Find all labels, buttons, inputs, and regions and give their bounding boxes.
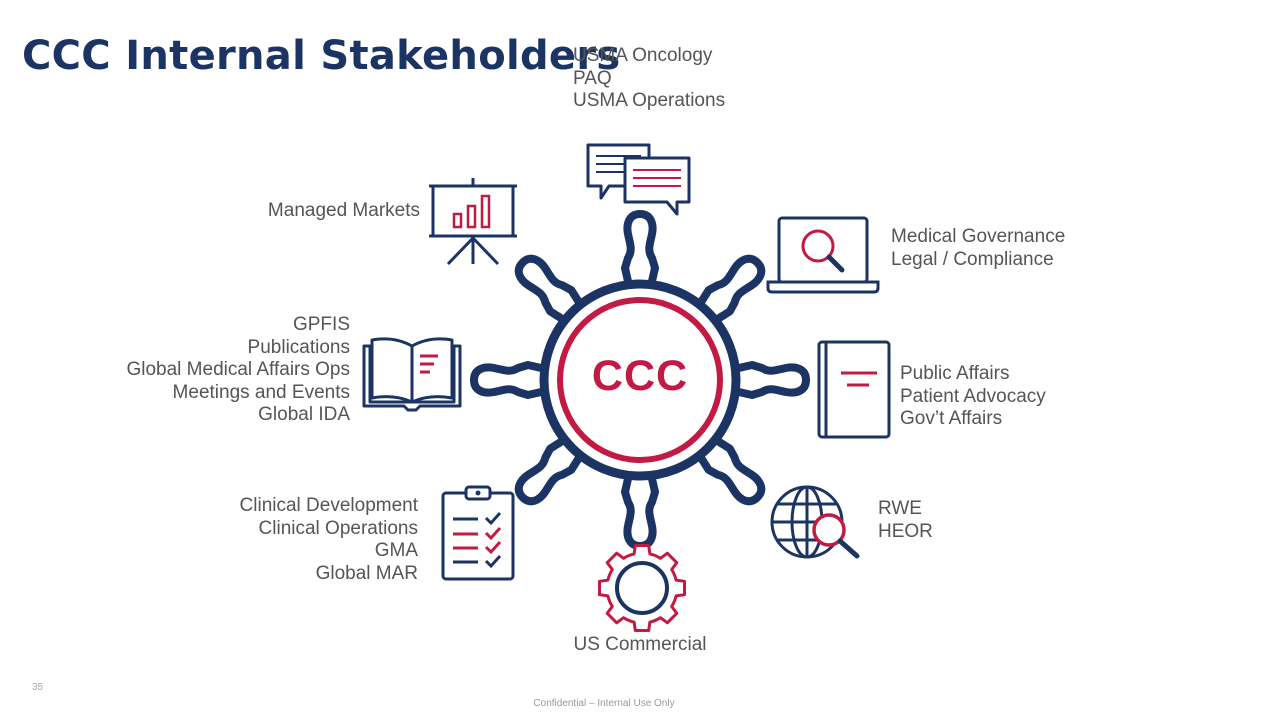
- group-item: Clinical Operations: [258, 517, 418, 539]
- group-item: Public Affairs: [900, 363, 1010, 384]
- group-item: Legal / Compliance: [891, 248, 1054, 270]
- group-item: Clinical Development: [239, 495, 418, 516]
- wheel-spoke: [470, 361, 554, 399]
- group-item: Managed Markets: [267, 200, 420, 221]
- group-item: RWE: [878, 498, 922, 519]
- slide-number: 35: [32, 682, 44, 693]
- group-item: Medical Governance: [891, 226, 1066, 247]
- wheel-spoke: [621, 210, 659, 294]
- group-item: Patient Advocacy: [900, 385, 1046, 407]
- open-book-icon: [362, 337, 462, 412]
- clipboard-checklist-icon: [441, 485, 515, 581]
- wheel-spoke: [621, 466, 659, 550]
- confidential-footer: Confidential – Internal Use Only: [533, 698, 675, 709]
- group-item: Global Medical Affairs Ops: [126, 359, 350, 380]
- group-item: Global MAR: [315, 562, 418, 584]
- chat-bubbles-icon: [586, 143, 691, 216]
- hub-label: CCC: [591, 352, 689, 400]
- group-item: PAQ: [573, 67, 612, 89]
- laptop-search-icon: [766, 216, 880, 294]
- group-item: HEOR: [878, 520, 933, 542]
- managed-markets-group: Managed Markets: [268, 200, 420, 223]
- group-item: Publications: [247, 336, 350, 358]
- gear-icon: [598, 544, 686, 632]
- global-medical-group: GPFIS Publications Global Medical Affair…: [126, 314, 350, 427]
- group-item: USMA Operations: [573, 90, 726, 111]
- page-title: CCC Internal Stakeholders: [22, 33, 621, 79]
- commercial-group: US Commercial: [540, 634, 740, 657]
- globe-search-icon: [770, 485, 860, 559]
- presentation-chart-icon: [429, 178, 517, 266]
- group-item: GPFIS: [292, 314, 350, 335]
- rwe-group: RWE HEOR: [878, 498, 933, 543]
- notebook-icon: [817, 340, 891, 439]
- group-item: GMA: [374, 540, 418, 561]
- group-item: USMA Oncology: [573, 45, 713, 66]
- group-item: Meetings and Events: [172, 381, 350, 403]
- medical-governance-group: Medical Governance Legal / Compliance: [891, 226, 1065, 271]
- clinical-group: Clinical Development Clinical Operations…: [240, 495, 418, 585]
- public-affairs-group: Public Affairs Patient Advocacy Gov’t Af…: [900, 363, 1046, 431]
- wheel-spoke: [726, 361, 810, 399]
- group-item: Gov’t Affairs: [900, 408, 1003, 429]
- usma-group: USMA Oncology PAQ USMA Operations: [573, 45, 725, 113]
- group-item: Global IDA: [258, 404, 350, 425]
- group-item: US Commercial: [573, 634, 707, 655]
